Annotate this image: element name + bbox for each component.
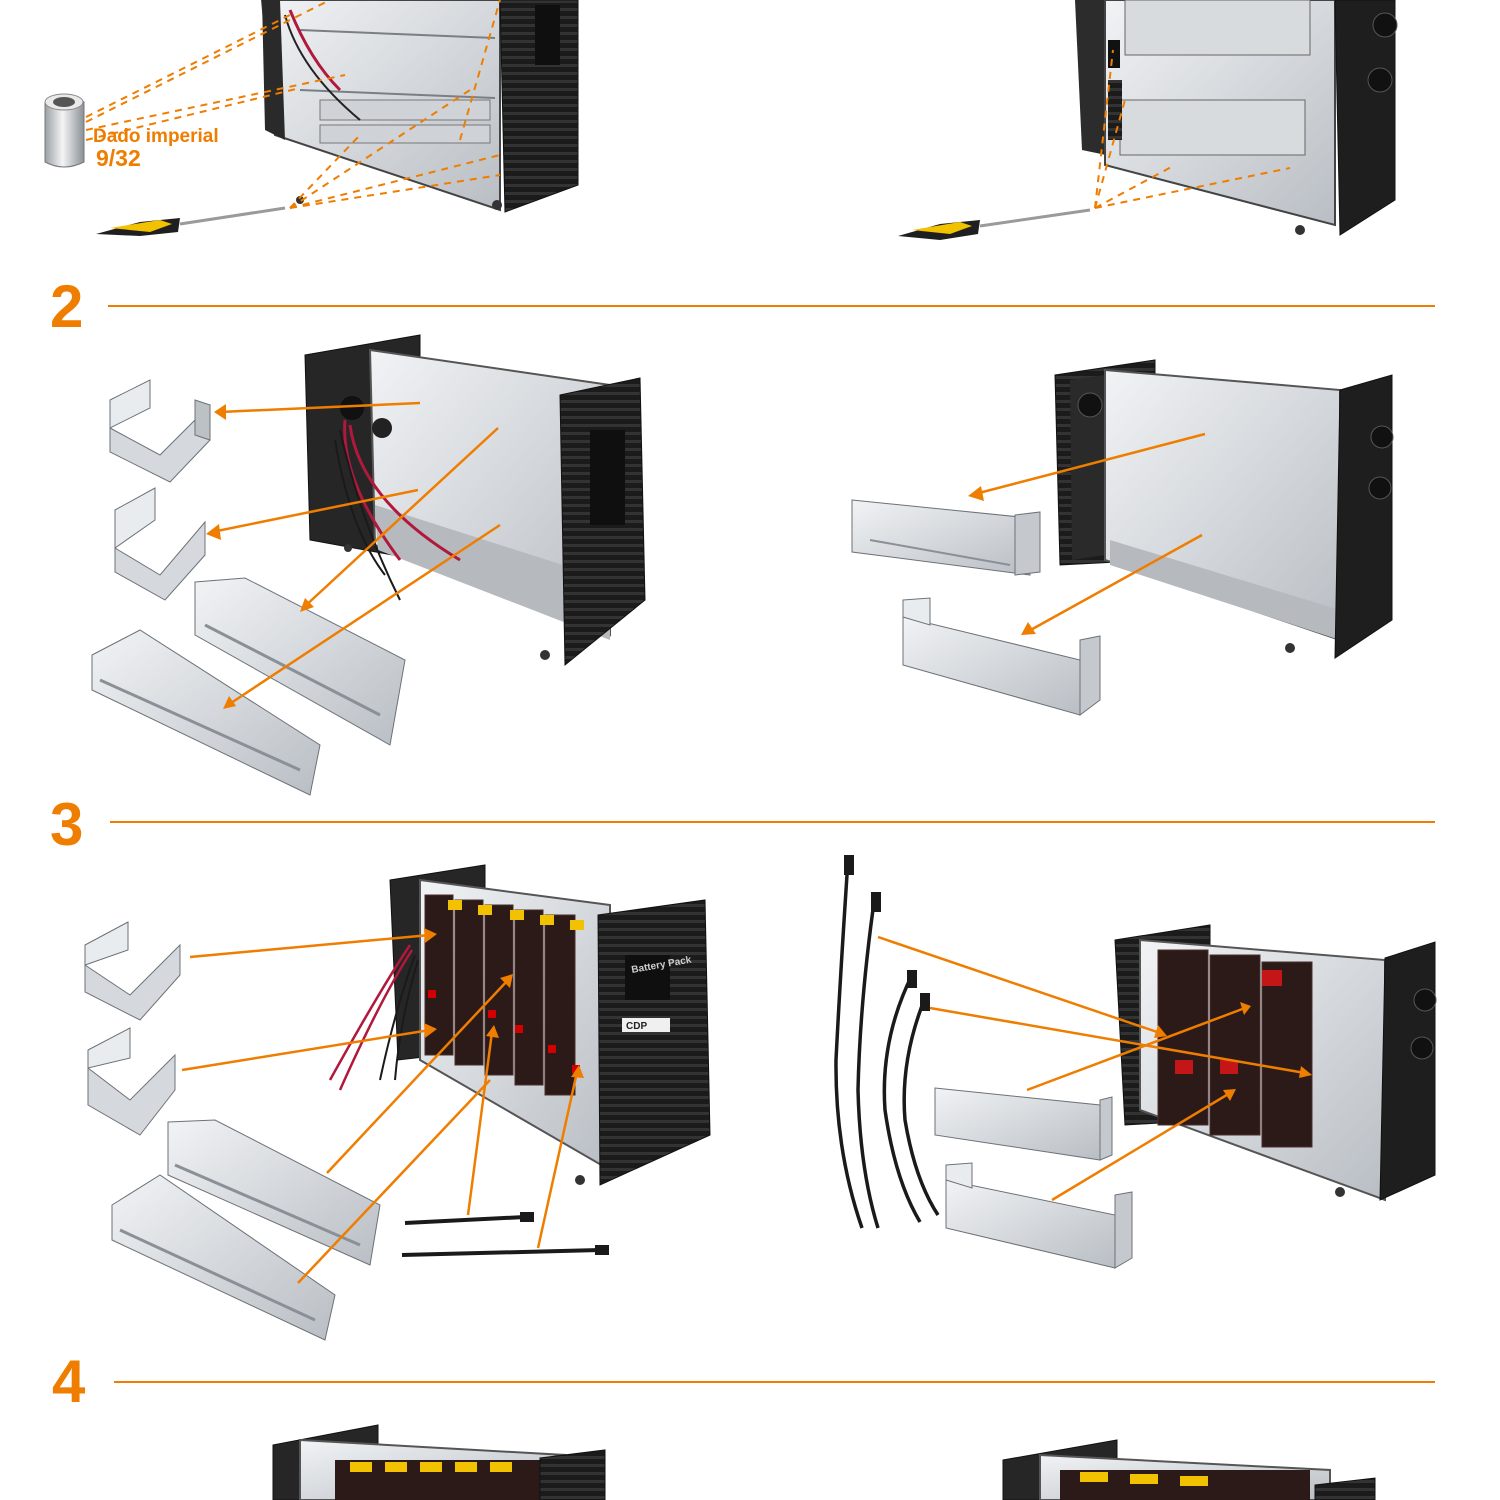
rail-lower — [91, 629, 321, 796]
cable-short-icon — [401, 1212, 609, 1257]
arrow-head-icon — [1154, 1002, 1312, 1101]
arrow-head-icon — [424, 928, 584, 1078]
step2-right-cabinet — [1054, 359, 1394, 659]
step3-right-cabinet — [1114, 924, 1437, 1202]
rail-upper — [194, 577, 406, 746]
step1-right-guides — [1094, 49, 1291, 209]
step1-left-cabinet — [260, 0, 579, 213]
brand-logo: CDP — [626, 1021, 647, 1032]
bracket-panel-lower — [945, 1162, 1133, 1269]
bracket-u-upper — [109, 379, 211, 483]
step4-left-cabinet — [272, 1424, 606, 1500]
arrow-head-icon — [206, 404, 314, 709]
rail-upper — [167, 1119, 381, 1266]
arrow-head-icon — [968, 486, 1036, 635]
step1-right-cabinet — [1075, 0, 1398, 236]
step-divider-3 — [110, 821, 1435, 823]
step3-left-arrows — [181, 933, 579, 1284]
step4-right-cabinet — [1002, 1439, 1376, 1500]
bracket-u-lower — [87, 1027, 176, 1136]
tool-callout-size: 9/32 — [96, 145, 141, 171]
step1-left-guides — [85, 0, 501, 209]
step-divider-4 — [114, 1381, 1435, 1383]
step-number-2: 2 — [50, 273, 84, 340]
step-divider-2 — [108, 305, 1435, 307]
bracket-u-lower — [114, 487, 206, 601]
step3-left-cabinet: Battery Pack CDP — [328, 864, 711, 1186]
socket-icon — [44, 93, 85, 168]
step2-left-cabinet — [304, 334, 646, 667]
step-number-4: 4 — [52, 1348, 86, 1415]
bracket-panel-upper — [934, 1087, 1113, 1161]
rail-lower — [111, 1174, 336, 1341]
screwdriver-icon — [898, 208, 1091, 240]
cable-long-icon — [834, 855, 940, 1229]
step2-left-arrows — [211, 401, 501, 707]
step-number-3: 3 — [50, 791, 84, 858]
bracket-u-upper — [84, 921, 181, 1021]
step2-right-arrows — [974, 432, 1206, 634]
screwdriver-icon — [96, 206, 286, 236]
bracket-panel-upper — [851, 499, 1041, 576]
step3-right-arrows — [877, 935, 1306, 1202]
bracket-panel-lower — [902, 597, 1101, 716]
tool-callout-name: Dado imperial — [93, 126, 219, 147]
